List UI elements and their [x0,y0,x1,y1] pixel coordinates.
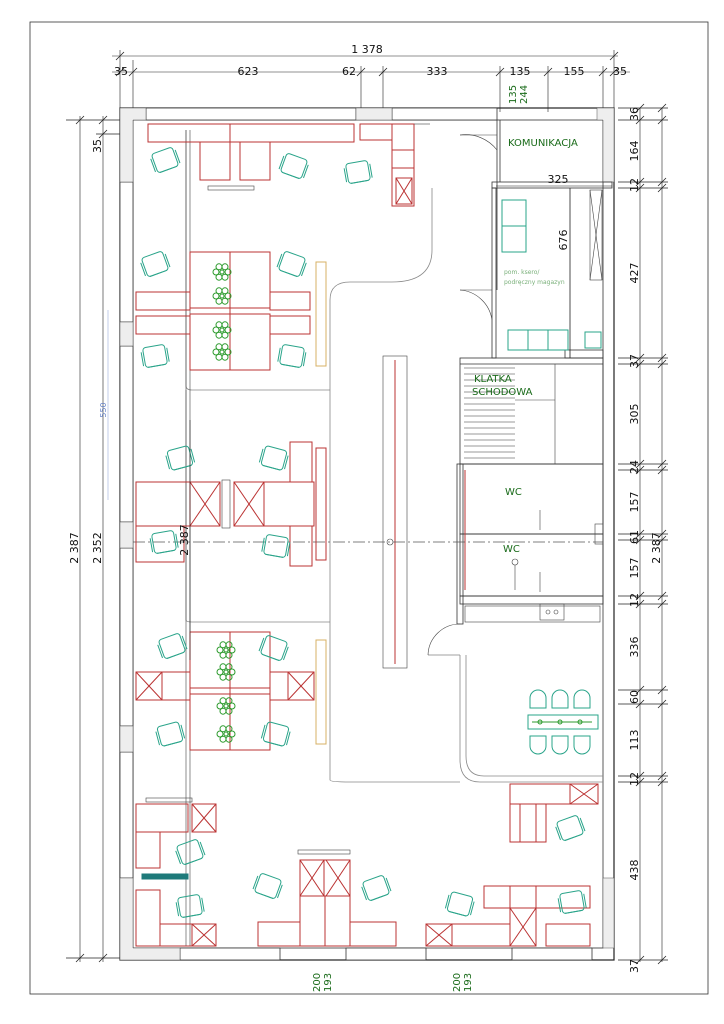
office-chair [278,153,309,179]
dim-corridor: 676 [557,230,570,251]
dim-blue: 550 [99,402,108,417]
plant [212,321,232,339]
office-chair [276,251,307,277]
chairs [140,147,587,918]
dim-left-inner: 2 352 [91,532,104,564]
dim-right-9: 61 [628,530,641,544]
label-schodowa: SCHODOWA [472,387,533,398]
dim-right-13: 60 [628,690,641,704]
office-chair [444,891,475,917]
dim-top-3: 62 [342,65,356,78]
office-chair [149,530,179,554]
door-dim-244: 244 [519,85,530,104]
dim-right-6: 305 [628,404,641,425]
office-chair [260,721,291,747]
office-chair [175,839,206,865]
right-dimensions: 36 164 12 427 37 305 24 157 61 157 12 336 60 113 12 438… [618,103,668,973]
office-chair [165,445,196,471]
left-dimensions: 2 387 2 352 35 [66,115,120,963]
dim-left-outer: 2 387 [68,532,81,564]
bottom-dim-right-b: 193 [463,973,474,992]
label-wc-1: WC [505,487,522,498]
plant [212,263,232,281]
office-chair [140,344,170,368]
office-chair [261,534,291,558]
dim-right-11: 12 [628,593,641,607]
dim-right-1: 36 [628,107,641,121]
dim-room-width: 325 [548,173,569,186]
top-dimensions: 1 378 35 623 62 333 135 155 35 135 244 [112,43,630,112]
bottom-dimensions: 200 193 200 193 [312,973,474,992]
office-chair [557,890,587,914]
office-chair [150,147,181,173]
office-chair [361,875,392,901]
door-dim-135: 135 [508,85,519,104]
bottom-dim-left-b: 193 [323,973,334,992]
plant [212,343,232,361]
workstations [135,123,599,947]
dim-top-7: 35 [613,65,627,78]
dim-right-15: 12 [628,772,641,786]
middle-dimensions: 2 387 676 325 550 [99,173,612,660]
office-chair [258,635,289,661]
dim-top-4: 333 [427,65,448,78]
plants [212,263,236,743]
dim-right-3: 12 [628,178,641,192]
dim-left-top: 35 [91,139,104,153]
dim-right-5: 37 [628,354,641,368]
label-komunikacja: KOMUNIKACJA [508,138,578,149]
drawing-frame [29,21,709,995]
plant [216,663,236,681]
bottom-dim-left-a: 200 [312,973,323,992]
office-chair [277,344,307,368]
office-chair [258,445,289,471]
office-chair [175,894,205,918]
office-chair [343,160,373,184]
dim-top-5: 135 [510,65,531,78]
dim-right-12: 336 [628,637,641,658]
dim-right-8: 157 [628,492,641,513]
label-wc-2: WC [503,544,520,555]
plant [216,725,236,743]
dim-right-14: 113 [628,730,641,751]
building-walls [119,107,615,961]
office-chair [157,633,188,659]
dim-middle-vertical: 2 387 [178,524,191,556]
dim-right-10: 157 [628,558,641,579]
note-ksero: pom. ksero/ [504,269,540,276]
note-magazyn: podręczny magazyn [504,279,565,286]
dim-right-7: 24 [628,460,641,474]
dim-right-total: 2 387 [650,532,663,564]
plant [216,641,236,659]
dim-right-2: 164 [628,141,641,162]
dim-top-2: 623 [238,65,259,78]
office-chair [155,721,186,747]
office-chair [555,815,586,841]
room-labels: KOMUNIKACJA KLATKA SCHODOWA WC WC pom. k… [472,138,578,555]
office-chair [140,251,171,277]
dim-total-width: 1 378 [351,43,383,56]
bottom-dim-right-a: 200 [452,973,463,992]
dim-top-6: 155 [564,65,585,78]
label-klatka: KLATKA [474,374,512,385]
plant [216,697,236,715]
dim-right-4: 427 [628,263,641,284]
office-chair [252,873,283,899]
dim-right-16: 438 [628,860,641,881]
dim-right-17: 37 [628,959,641,973]
dim-top-1: 35 [114,65,128,78]
service-core [427,120,613,783]
plant [212,287,232,305]
